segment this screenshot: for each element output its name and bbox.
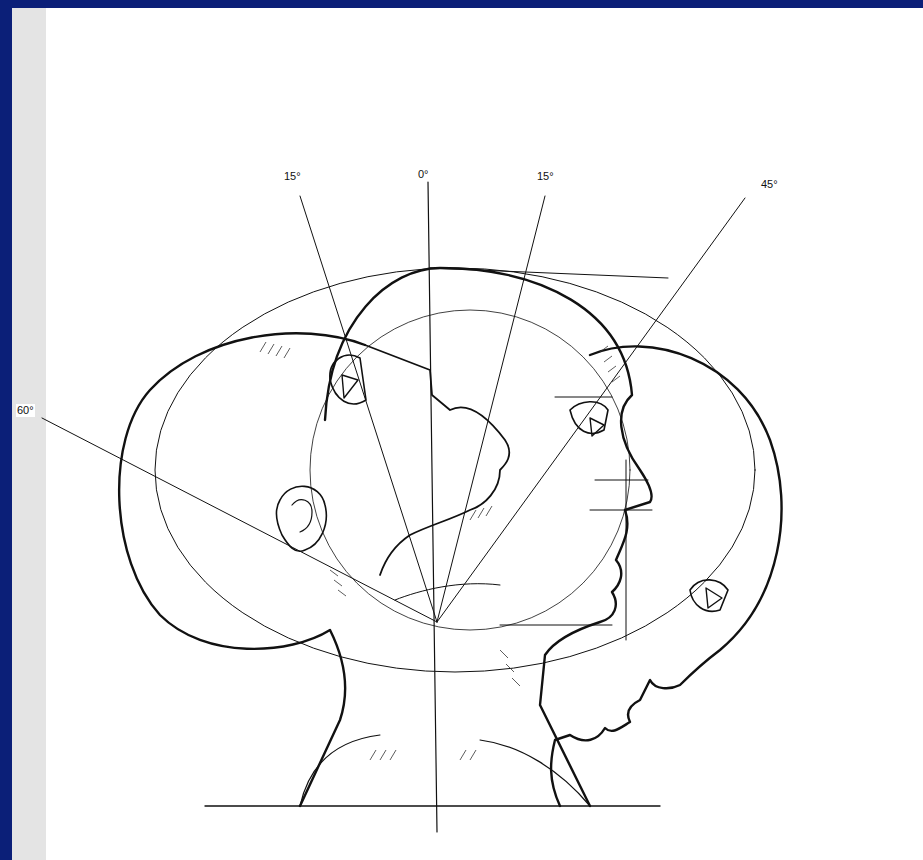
ear bbox=[276, 486, 326, 551]
eye bbox=[706, 588, 722, 608]
angle-label: 15° bbox=[536, 170, 555, 183]
level-line bbox=[590, 510, 652, 511]
base-line bbox=[205, 805, 660, 806]
hatching bbox=[600, 346, 620, 382]
tilted-back-head bbox=[119, 333, 365, 806]
angle-label: 60° bbox=[16, 404, 35, 417]
slide-panel bbox=[12, 8, 923, 860]
level-line bbox=[555, 397, 612, 398]
ear bbox=[292, 500, 312, 532]
angle-line bbox=[437, 198, 745, 622]
guide-ellipse bbox=[155, 268, 755, 672]
angle-line bbox=[42, 418, 437, 622]
eye bbox=[690, 580, 728, 611]
angle-label: 45° bbox=[760, 178, 779, 191]
jaw-line bbox=[395, 584, 500, 600]
torn-strip bbox=[12, 8, 46, 860]
angle-line bbox=[300, 196, 437, 622]
face-axis bbox=[626, 460, 627, 640]
zero-axis bbox=[428, 182, 437, 832]
eye bbox=[590, 418, 604, 436]
tilted-back-face bbox=[365, 345, 509, 575]
forward-head bbox=[551, 346, 781, 806]
hatching bbox=[260, 342, 290, 358]
upright-head bbox=[325, 268, 652, 806]
hatching bbox=[470, 506, 492, 520]
eye bbox=[570, 402, 608, 434]
eye bbox=[342, 375, 358, 398]
hatching bbox=[370, 750, 476, 760]
shoulder bbox=[480, 740, 590, 806]
angle-label: 0° bbox=[417, 168, 430, 181]
hatching bbox=[330, 570, 346, 596]
level-line bbox=[595, 480, 648, 481]
guide-circle bbox=[310, 310, 630, 630]
hatching bbox=[500, 650, 520, 686]
shoulder bbox=[300, 735, 380, 806]
angle-label: 15° bbox=[283, 170, 302, 183]
